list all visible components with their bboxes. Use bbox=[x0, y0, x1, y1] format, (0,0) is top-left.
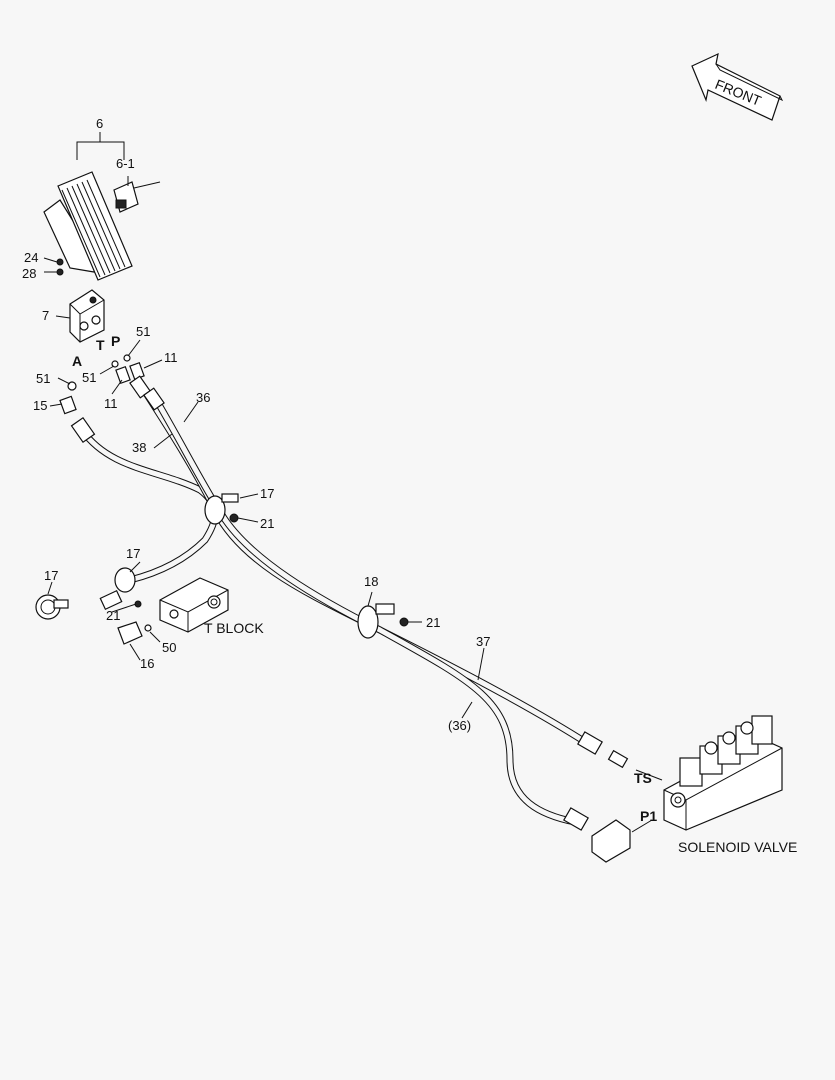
hoses bbox=[78, 380, 594, 826]
label-TS: TS bbox=[634, 770, 652, 786]
label-16: 16 bbox=[140, 656, 154, 671]
fittings-11-15-51 bbox=[49, 339, 163, 415]
label-36: 36 bbox=[196, 390, 210, 405]
solenoid-valve bbox=[591, 715, 783, 863]
valve-block-7 bbox=[55, 289, 105, 343]
label-50: 50 bbox=[162, 640, 176, 655]
label-6-1: 6-1 bbox=[116, 156, 135, 171]
leader-lines bbox=[47, 401, 485, 719]
label-6: 6 bbox=[96, 116, 103, 131]
pedal-assembly bbox=[43, 132, 161, 281]
label-21-right: 21 bbox=[426, 615, 440, 630]
label-28: 28 bbox=[22, 266, 36, 281]
label-P: P bbox=[111, 333, 120, 349]
label-15: 15 bbox=[33, 398, 47, 413]
label-t-block: T BLOCK bbox=[204, 620, 264, 636]
label-17-middle: 17 bbox=[126, 546, 140, 561]
label-17-left: 17 bbox=[44, 568, 58, 583]
label-A: A bbox=[72, 353, 82, 369]
hose-end-fittings bbox=[70, 375, 629, 831]
label-51-middle: 51 bbox=[82, 370, 96, 385]
label-38: 38 bbox=[132, 440, 146, 455]
label-P1: P1 bbox=[640, 808, 657, 824]
label-51-left: 51 bbox=[36, 371, 50, 386]
label-T: T bbox=[96, 337, 105, 353]
label-7: 7 bbox=[42, 308, 49, 323]
clamps bbox=[35, 493, 422, 639]
label-21-middle: 21 bbox=[106, 608, 120, 623]
label-36-paren: (36) bbox=[448, 718, 471, 733]
label-51-right: 51 bbox=[136, 324, 150, 339]
label-11-left: 11 bbox=[104, 396, 118, 411]
bolt-24-28 bbox=[43, 257, 64, 276]
t-block bbox=[117, 577, 229, 661]
label-11-right: 11 bbox=[164, 350, 178, 365]
label-18: 18 bbox=[364, 574, 378, 589]
part-labels: 6 6-1 24 28 7 A T P 51 51 51 11 11 15 36… bbox=[22, 116, 797, 855]
label-solenoid-valve: SOLENOID VALVE bbox=[678, 839, 797, 855]
label-21-top: 21 bbox=[260, 516, 274, 531]
front-arrow: FRONT bbox=[691, 52, 784, 121]
label-37: 37 bbox=[476, 634, 490, 649]
label-17-top: 17 bbox=[260, 486, 274, 501]
label-24: 24 bbox=[24, 250, 38, 265]
